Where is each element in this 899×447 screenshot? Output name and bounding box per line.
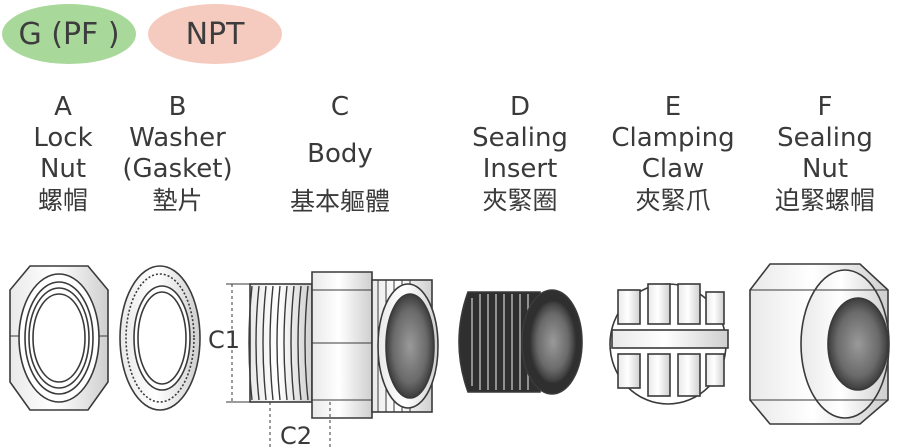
part-e-label: E Clamping Claw 夾緊爪 [598, 92, 748, 216]
part-b-cjk: 墊片 [152, 186, 203, 215]
part-e-letter: E [664, 92, 682, 122]
part-b-name-line-1: Washer [129, 123, 226, 153]
clamping-claw-icon [609, 283, 729, 405]
part-e-name-line-2: Claw [641, 154, 705, 184]
part-f-letter: F [817, 92, 833, 122]
npt-badge: NPT [148, 4, 282, 64]
part-b-label: B Washer (Gasket) 墊片 [120, 92, 235, 216]
part-a-cjk: 螺帽 [37, 186, 88, 215]
part-d-cjk: 夾緊圈 [482, 186, 558, 215]
part-f-label: F Sealing Nut 迫緊螺帽 [755, 92, 895, 216]
part-f-name-line-2: Nut [801, 154, 849, 184]
part-f-name-line-1: Sealing [777, 123, 873, 153]
body-icon [226, 271, 439, 447]
part-d-letter: D [509, 92, 531, 122]
part-b-name-line-2: (Gasket) [122, 154, 233, 184]
part-d-name-line-2: Insert [482, 154, 558, 184]
part-b-letter: B [168, 92, 187, 122]
part-a-name-line-2: Nut [39, 154, 87, 184]
part-d-name-line-1: Sealing [472, 123, 568, 153]
part-a-label: A Lock Nut 螺帽 [8, 92, 118, 216]
exploded-cable-gland-diagram: C1 C2 [9, 263, 890, 447]
g-pf-badge: G (PF ) [2, 4, 136, 64]
lock-nut-icon [9, 265, 109, 411]
sealing-insert-icon [458, 289, 583, 395]
part-c-name-line-1: Body [307, 139, 373, 169]
c1-dimension-label: C1 [208, 326, 240, 354]
part-c-label: C Body 基本軀體 [270, 92, 410, 217]
part-e-name-line-1: Clamping [611, 123, 735, 153]
part-f-cjk: 迫緊螺帽 [774, 186, 875, 215]
part-c-cjk: 基本軀體 [289, 187, 390, 216]
part-a-name-line-1: Lock [33, 123, 93, 153]
part-a-letter: A [54, 92, 72, 122]
washer-icon [119, 265, 201, 411]
part-d-label: D Sealing Insert 夾緊圈 [455, 92, 585, 216]
part-c-letter: C [330, 92, 350, 122]
sealing-nut-icon [749, 263, 890, 425]
c2-dimension-label: C2 [280, 422, 312, 447]
part-e-cjk: 夾緊爪 [635, 186, 711, 215]
